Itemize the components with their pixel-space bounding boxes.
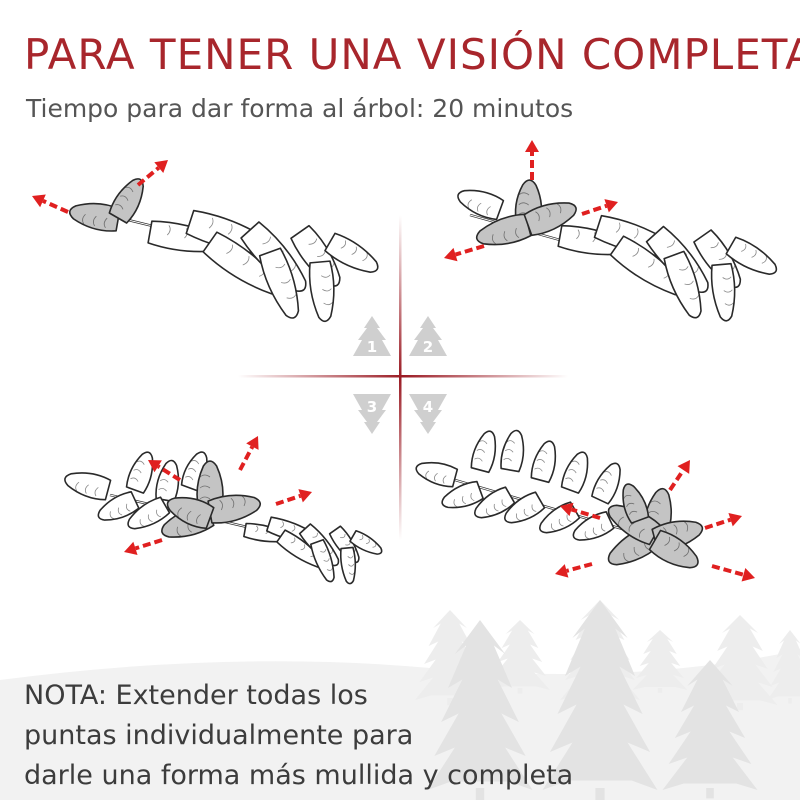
front-tip [648, 529, 699, 569]
note-line-3: darle una forma más mullida y completa [24, 760, 574, 791]
branch-tip [560, 451, 589, 494]
red-arrow-icon [124, 538, 163, 556]
page-title: PARA TENER UNA VISIÓN COMPLETA [24, 30, 800, 79]
branch-step-panels [32, 140, 778, 585]
branch-tip [125, 451, 154, 494]
branch-tip [309, 538, 335, 583]
branch-tip [663, 250, 702, 319]
branch-tip [591, 462, 621, 505]
front-tip [108, 178, 144, 224]
branch-tip [258, 247, 300, 319]
red-arrow-icon [704, 513, 742, 530]
front-tip [475, 213, 532, 246]
red-arrow-icon [136, 160, 168, 187]
front-tip [523, 202, 577, 237]
christmas-tree-step-icon: 3 [353, 394, 391, 434]
red-arrow-icon [711, 564, 755, 582]
red-arrow-icon [668, 460, 690, 492]
branch-tip [441, 480, 484, 509]
branch-tip [470, 430, 497, 474]
branch-tip [155, 459, 180, 503]
note-text: NOTA: Extender todas los puntas individu… [24, 676, 573, 796]
step-1-panel [32, 160, 379, 323]
step-number: 3 [367, 398, 377, 416]
branch-tip [504, 491, 546, 524]
christmas-tree-step-icon: 4 [409, 394, 447, 434]
front-tip [622, 483, 650, 524]
branch-tip [64, 472, 112, 501]
branch-tip [415, 461, 459, 488]
branch-tip [474, 486, 516, 519]
background-tree-icon [427, 620, 533, 800]
background-tree-icon [632, 630, 688, 693]
branch-tip [308, 260, 335, 323]
branch-back-section [147, 209, 379, 323]
background-tree-icon [662, 660, 758, 799]
branch-tip [324, 232, 379, 273]
branch-tip [725, 236, 778, 275]
red-arrow-icon [444, 244, 485, 262]
step-number: 4 [423, 398, 433, 416]
red-arrow-icon [275, 489, 312, 506]
background-tree-icon [767, 630, 800, 704]
christmas-tree-step-icon: 2 [409, 316, 447, 356]
step-divider-cross [238, 215, 568, 540]
christmas-tree-step-icon: 1 [353, 316, 391, 356]
note-line-2: puntas individualmente para [24, 720, 414, 751]
front-tip [166, 496, 215, 530]
branch-tip [97, 491, 140, 521]
front-tip [68, 202, 121, 232]
branch-back-section [243, 516, 383, 585]
assembly-time-subtitle: Tiempo para dar forma al árbol: 20 minut… [26, 94, 574, 123]
step-4-panel [415, 429, 755, 582]
red-arrow-icon [238, 436, 259, 471]
red-arrow-icon [555, 562, 593, 578]
branch-tip [530, 440, 557, 484]
step-number: 2 [423, 338, 433, 356]
step-icons: 1 2 3 4 [353, 316, 447, 434]
red-arrow-icon [581, 199, 618, 216]
branch-back-section [557, 214, 778, 322]
branch-tip [457, 189, 505, 221]
background-tree-icon [542, 600, 658, 800]
red-arrow-icon [560, 502, 601, 520]
background-trees [0, 600, 800, 800]
branch-tip [710, 262, 736, 322]
step-number: 1 [367, 338, 377, 356]
step-3-panel [64, 436, 383, 585]
branch-tip [500, 429, 525, 473]
branch-tip [127, 496, 171, 530]
branch-tip [339, 546, 357, 585]
note-line-1: NOTA: Extender todas los [24, 680, 368, 711]
red-arrow-icon [148, 460, 182, 482]
front-tip [207, 494, 261, 524]
red-arrow-icon [525, 140, 539, 180]
step-2-panel [444, 140, 778, 322]
branch-tip [349, 530, 383, 555]
red-arrow-icon [32, 194, 69, 214]
